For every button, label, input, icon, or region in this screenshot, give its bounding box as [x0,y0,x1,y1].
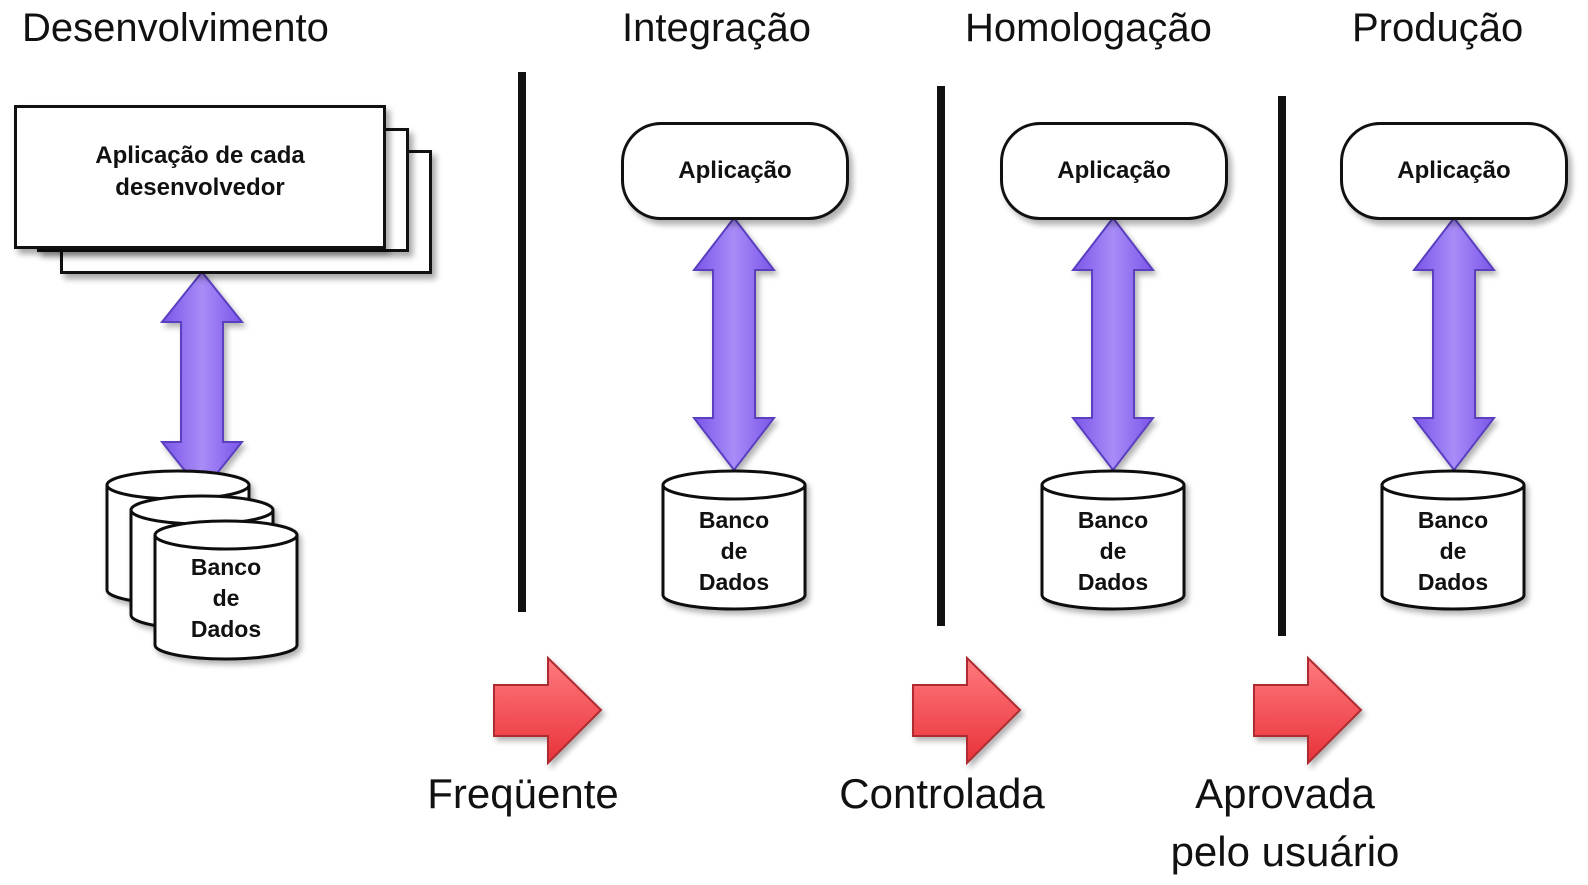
app-label: Aplicação [1057,157,1171,184]
transition-label-controlada: Controlada [839,770,1045,817]
double-arrow-icon [1411,216,1497,472]
double-arrow-icon [691,216,777,472]
stage-separator [1278,96,1286,636]
dev-app-label: Aplicação de cada desenvolvedor [95,142,305,201]
database-icon [661,469,807,611]
transition-label-aprovada: Aprovada pelo usuário [1170,770,1400,875]
promotion-arrow-icon [912,655,1022,766]
promotion-arrow-icon [493,655,603,766]
stage-title-desenvolvimento: Desenvolvimento [22,6,329,50]
app-label: Aplicação [678,157,792,184]
producao-app-box: Aplicação [1340,122,1568,220]
stage-title-producao: Produção [1352,6,1524,50]
app-label: Aplicação [1397,157,1511,184]
stage-separator [937,86,945,626]
transition-label-frequente: Freqüente [427,770,619,817]
double-arrow-icon [1070,216,1156,472]
integracao-app-box: Aplicação [621,122,849,220]
database-stack-icon [105,469,299,661]
double-arrow-icon [159,270,245,494]
stage-title-integracao: Integração [622,6,812,50]
stage-separator [518,72,526,612]
homologacao-app-box: Aplicação [1000,122,1228,220]
promotion-arrow-icon [1253,655,1363,766]
stage-title-homologacao: Homologação [965,6,1212,50]
dev-app-box: Aplicação de cada desenvolvedor [14,105,386,249]
database-icon [1380,469,1526,611]
database-icon [1040,469,1186,611]
